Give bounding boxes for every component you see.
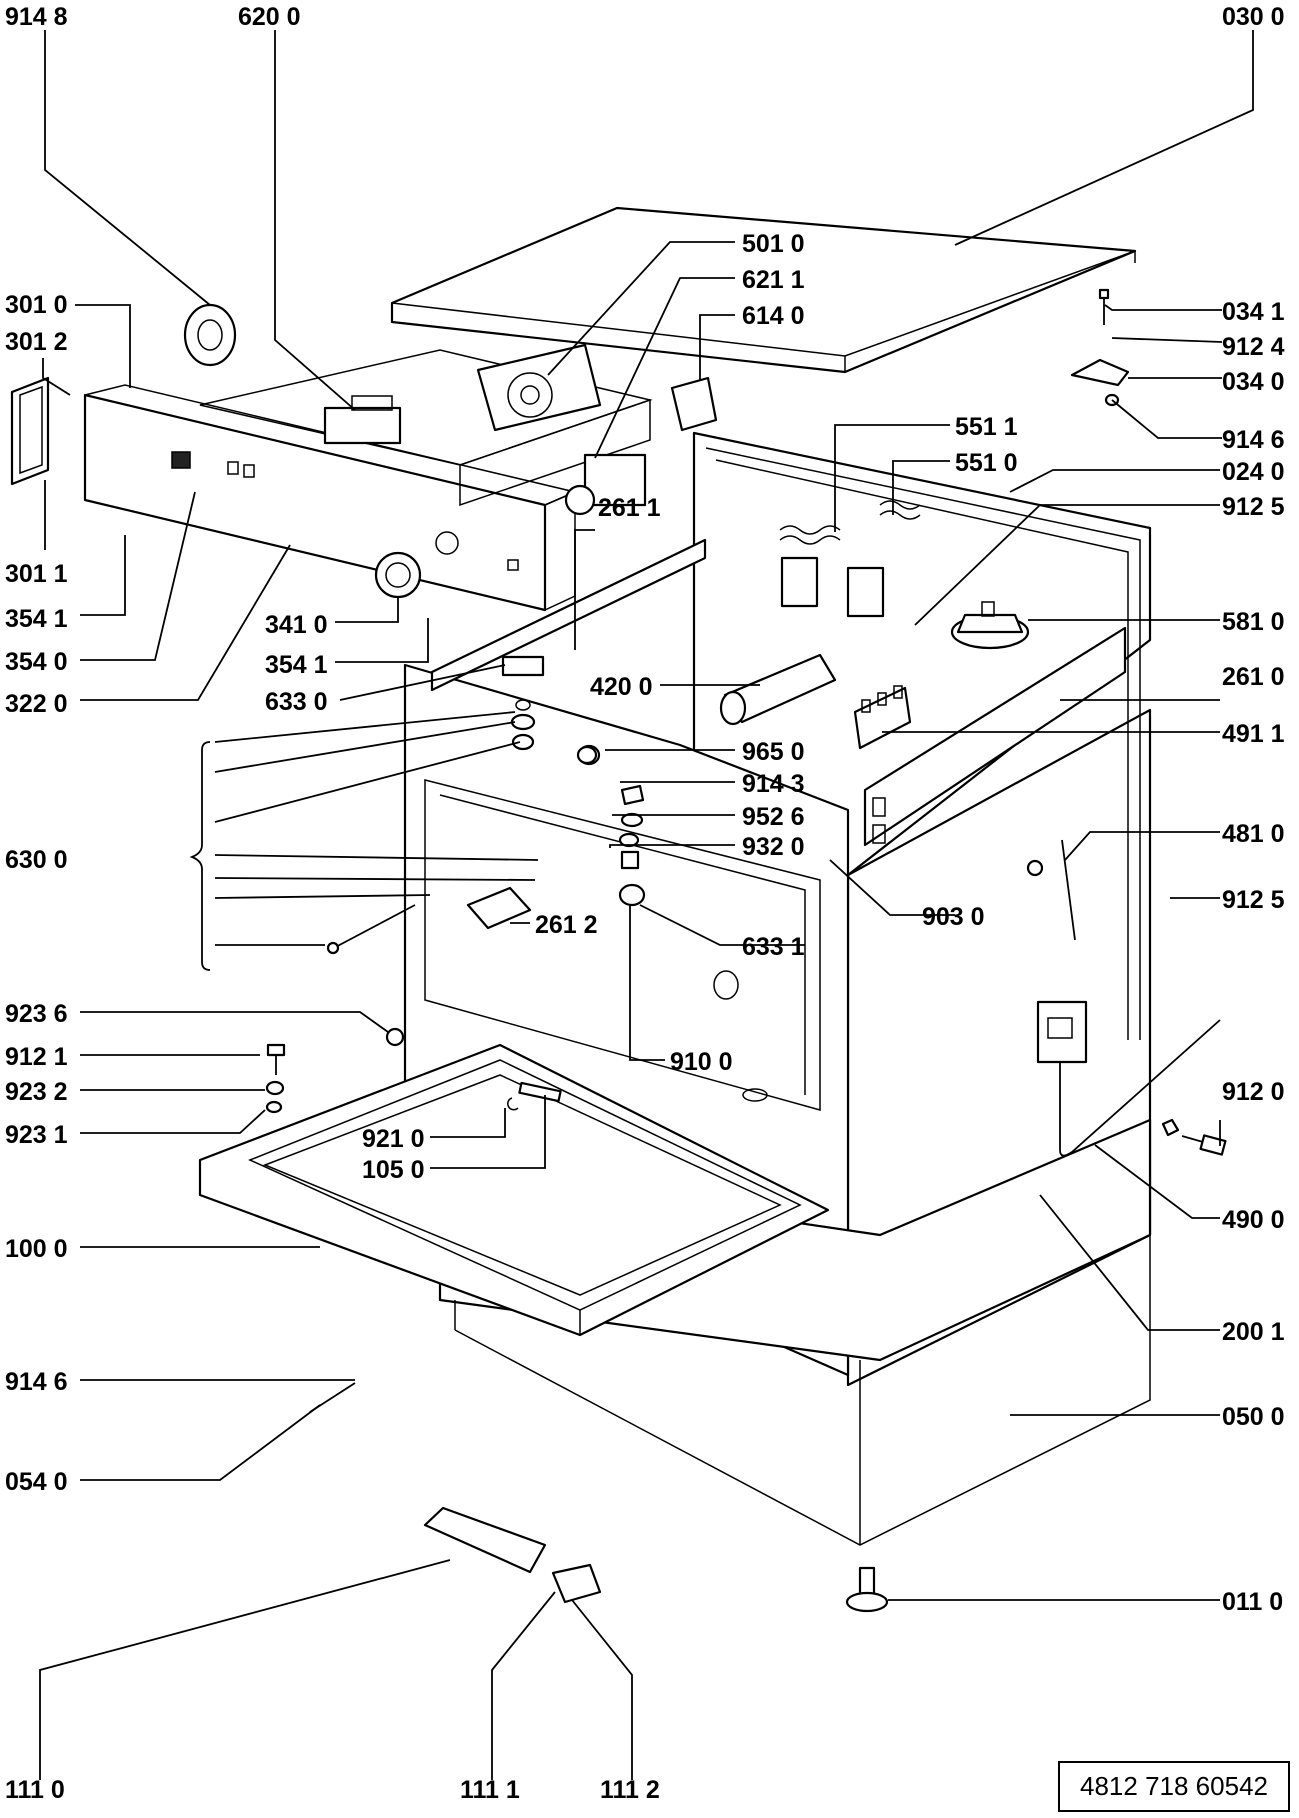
parts-drawing [10,206,1227,1613]
label-6300: 630 0 [5,846,68,874]
label-3220: 322 0 [5,690,68,718]
relay-block [670,376,718,432]
label-9146a: 914 6 [1222,426,1285,454]
label-9148: 914 8 [5,3,68,31]
label-5511: 551 1 [955,413,1018,441]
label-5810: 581 0 [1222,608,1285,636]
label-9121: 912 1 [5,1043,68,1071]
timer-unit [476,343,602,432]
label-3540: 354 0 [5,648,68,676]
label-9231: 923 1 [5,1121,68,1149]
label-4810: 481 0 [1222,820,1285,848]
control-panel [83,393,547,612]
label-9143: 914 3 [742,770,805,798]
label-3011: 301 1 [5,560,68,588]
document-reference-number: 4812 718 60542 [1080,1771,1268,1801]
capacitor [719,653,837,726]
top-cover [390,206,1137,374]
label-4200: 420 0 [590,673,653,701]
document-reference-box: 4812 718 60542 [1058,1761,1290,1812]
label-6331: 633 1 [742,933,805,961]
label-4900: 490 0 [1222,1206,1285,1234]
label-4911: 491 1 [1222,720,1285,748]
label-0110: 011 0 [1222,1588,1283,1616]
label-3410: 341 0 [265,611,328,639]
leveling-foot [845,1566,889,1613]
heater-coils [779,500,921,618]
nut-9236 [385,1027,405,1047]
label-3012: 301 2 [5,328,68,356]
label-0341: 034 1 [1222,298,1285,326]
label-2610: 261 0 [1222,663,1285,691]
label-9100: 910 0 [670,1048,733,1076]
label-9526: 952 6 [742,803,805,831]
selector-switch [583,453,647,507]
hinge-pin [518,1081,562,1103]
label-6140: 614 0 [742,302,805,330]
label-1050: 105 0 [362,1156,425,1184]
bearing-wheel [183,303,237,367]
label-9232: 923 2 [5,1078,68,1106]
label-0300: 030 0 [1222,3,1285,31]
label-5510: 551 0 [955,449,1018,477]
label-9210: 921 0 [362,1125,425,1153]
label-9124: 912 4 [1222,333,1285,361]
indicator-lamp [576,745,598,765]
label-6211: 621 1 [742,266,805,294]
label-1112: 111 2 [600,1776,660,1804]
support-block [501,655,545,677]
label-5010: 501 0 [742,230,805,258]
label-2611: 261 1 [598,494,661,522]
end-cap [10,376,50,486]
power-cable [1036,1000,1221,1157]
label-9320: 932 0 [742,833,805,861]
label-6330: 633 0 [265,688,328,716]
handle-end-cap [551,1563,602,1604]
label-9146b: 914 6 [5,1368,68,1396]
label-9030: 903 0 [922,903,985,931]
label-3541b: 354 1 [265,651,328,679]
label-2612: 261 2 [535,911,598,939]
screw-9121 [266,1043,286,1057]
label-9650: 965 0 [742,738,805,766]
part-labels: 914 8 620 0 030 0 501 0 621 1 614 0 301 … [5,3,1285,1804]
label-9125b: 912 5 [1222,886,1285,914]
door-handle [423,1506,547,1574]
label-3010: 301 0 [5,291,68,319]
knob-ring [374,551,422,599]
label-0540: 054 0 [5,1468,68,1496]
label-1111: 111 1 [460,1776,520,1804]
small-bracket [466,886,532,930]
thermostat-probe [1026,839,1076,941]
switch-block [323,406,402,445]
terminal-block [853,685,912,750]
label-9125a: 912 5 [1222,493,1285,521]
label-0500: 050 0 [1222,1403,1285,1431]
label-1110: 111 0 [5,1776,65,1804]
label-3541a: 354 1 [5,605,68,633]
screw-9120 [1161,1118,1227,1156]
label-0340: 034 0 [1222,368,1285,396]
label-9120: 912 0 [1222,1078,1285,1106]
support-rail [430,538,707,692]
label-1000: 100 0 [5,1235,68,1263]
label-0240: 024 0 [1222,458,1285,486]
label-9236: 923 6 [5,1000,68,1028]
side-bracket [863,626,1127,847]
pressure-switch [950,601,1030,650]
label-6200: 620 0 [238,3,301,31]
leader-lines [39,30,1254,1780]
label-2001: 200 1 [1222,1318,1285,1346]
